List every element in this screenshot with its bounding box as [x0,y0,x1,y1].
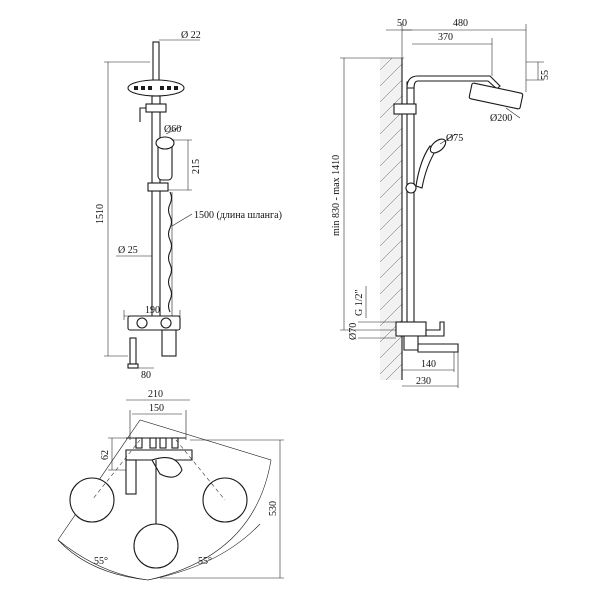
front-dimensions [104,39,200,369]
front-upper-holder [145,103,167,113]
front-h-hand: 215 [191,159,202,174]
front-diverter [139,107,146,122]
side-d-head: Ø200 [490,113,512,124]
front-head-nozzles [134,86,178,90]
side-spout [417,343,459,353]
top-w-150: 150 [149,403,164,414]
top-shower-head [133,523,179,569]
side-h-55: 55 [540,70,551,80]
side-w-140: 140 [421,359,436,370]
front-d-pipe: Ø 22 [181,30,201,41]
top-tray-arc [57,523,261,581]
top-left-holder [69,477,115,523]
side-w-370: 370 [438,32,453,43]
front-lower-inlet [129,337,137,365]
front-lower-cap [127,363,139,369]
side-slider [405,182,417,194]
side-height-range: min 830 - max 1410 [331,155,342,236]
side-thread: G 1/2" [354,289,365,316]
front-slider [147,182,169,192]
front-d-hand: Ø60 [164,124,181,135]
front-w-mixer: 190 [145,305,160,316]
side-w-480: 480 [453,18,468,29]
front-total-height: 1510 [95,204,106,224]
front-spout [161,329,177,357]
top-spout [125,459,137,495]
front-mixer-connector-right [160,317,172,329]
side-shower-head [468,82,524,110]
top-corner-outline [57,419,272,581]
side-d-hand: Ø75 [446,133,463,144]
side-lever [425,321,445,337]
top-diag-right [175,439,226,501]
front-hose [167,191,173,313]
side-hand-shower-head [429,138,447,154]
side-dimensions [340,24,544,388]
top-mixer-handle [151,457,183,478]
side-upper-holder [393,103,417,115]
front-column [151,95,161,319]
side-mixer-lower [403,335,419,351]
side-wall-hatch [379,57,403,381]
top-h-62: 62 [100,450,111,460]
top-dimensions [108,399,284,579]
top-connectors [135,437,179,449]
side-column [406,81,415,327]
top-mixer-body [125,449,193,461]
side-view: 50 480 370 55 Ø200 Ø75 min 830 - max 141… [331,18,551,388]
top-angle-right: 55° [198,556,212,567]
top-w-210: 210 [148,389,163,400]
side-mixer-body [395,321,427,337]
front-mixer-body [127,315,181,331]
top-angle-left: 55° [94,556,108,567]
top-h-530: 530 [268,501,279,516]
front-view: Ø 22 Ø60 215 1500 (длина шланга) 1510 Ø … [95,30,282,381]
front-w-lower: 80 [141,370,151,381]
top-view: 210 150 62 530 55° 55° [57,389,284,581]
side-w-50: 50 [397,18,407,29]
front-hand-shower-head [155,136,175,150]
front-top-pipe [152,41,160,83]
front-mixer-connector-left [136,317,148,329]
front-hose-length: 1500 (длина шланга) [194,210,282,221]
side-w-230: 230 [416,376,431,387]
side-d-inlet: Ø70 [348,323,359,340]
front-d-bar: Ø 25 [118,245,138,256]
